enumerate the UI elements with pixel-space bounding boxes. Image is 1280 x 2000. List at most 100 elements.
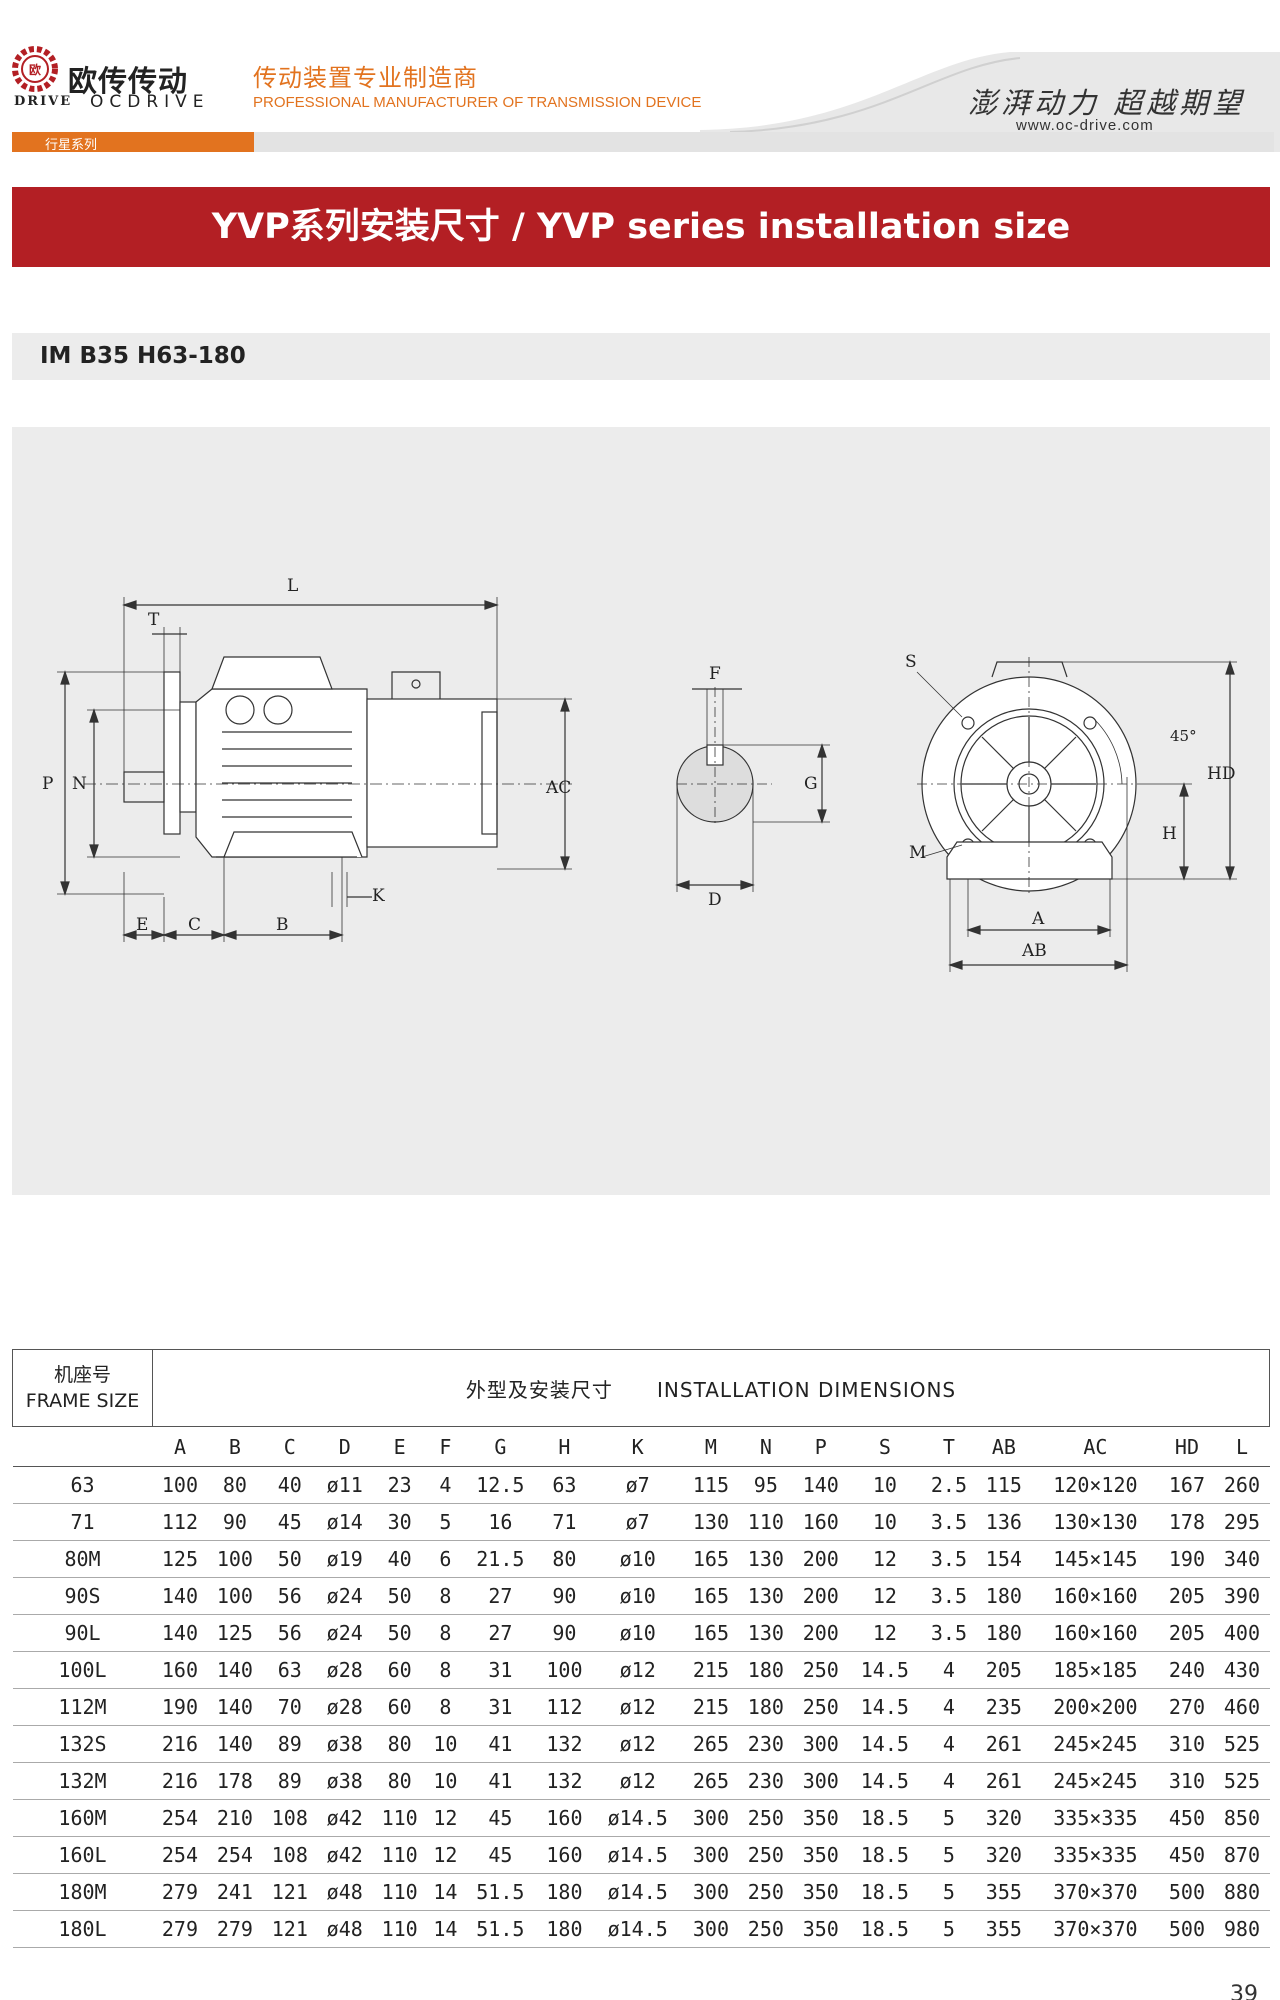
series-tab: 行星系列 — [12, 132, 254, 153]
label-AB: AB — [1021, 941, 1047, 961]
dimension-cell: ø14.5 — [591, 1910, 684, 1948]
dimension-cell: ø38 — [317, 1725, 373, 1763]
dimension-cell: 90 — [536, 1577, 592, 1615]
dimension-cell: 136 — [976, 1503, 1032, 1541]
frame-size-cell: 160L — [12, 1836, 153, 1874]
dimension-cell: 108 — [262, 1799, 318, 1837]
dimension-cell: ø10 — [591, 1577, 684, 1615]
dimension-cell: 216 — [152, 1725, 208, 1763]
dimension-cell: 14.5 — [848, 1688, 922, 1726]
dimension-cell: ø38 — [317, 1762, 373, 1800]
dimension-cell: 12 — [427, 1799, 464, 1837]
dimension-cell: 50 — [372, 1577, 428, 1615]
dimension-cell: 132 — [536, 1762, 592, 1800]
dimension-cell: 41 — [463, 1725, 537, 1763]
dimension-cell: 80 — [372, 1725, 428, 1763]
dimension-cell: 370×370 — [1031, 1910, 1160, 1948]
brand-motto: 澎湃动力 超越期望 — [968, 86, 1246, 120]
dimension-cell: 14.5 — [848, 1651, 922, 1689]
dimension-cell: 340 — [1214, 1540, 1270, 1578]
dimension-cell: 70 — [262, 1688, 318, 1726]
dimension-cell: 110 — [372, 1873, 428, 1911]
dimension-cell: 4 — [921, 1688, 977, 1726]
dimension-cell: 95 — [738, 1466, 794, 1504]
slogan-chinese: 传动装置专业制造商 — [253, 64, 478, 92]
dimension-cell: 80 — [372, 1762, 428, 1800]
dimension-cell: 235 — [976, 1688, 1032, 1726]
dimension-cell: 310 — [1159, 1725, 1215, 1763]
dimension-cell: 14.5 — [848, 1762, 922, 1800]
dimension-cell: 100 — [152, 1466, 208, 1504]
dimension-cell: 125 — [152, 1540, 208, 1578]
dimension-cell: 12.5 — [463, 1466, 537, 1504]
dimension-cell: 5 — [921, 1836, 977, 1874]
dimension-cell: 260 — [1214, 1466, 1270, 1504]
side-view-labels: L T P N AC E C B K — [42, 576, 571, 935]
dimensions-table: 机座号 FRAME SIZE 外型及安装尺寸 INSTALLATION DIME… — [12, 1349, 1270, 1948]
dimension-cell: 110 — [372, 1799, 428, 1837]
label-M: M — [909, 843, 926, 863]
dimension-cell: 125 — [207, 1614, 263, 1652]
label-G: G — [804, 774, 818, 794]
dimension-cell: 110 — [372, 1910, 428, 1948]
dimension-cell: 45 — [463, 1799, 537, 1837]
dimension-cell: 500 — [1159, 1910, 1215, 1948]
logo-gear-icon: 欧 — [12, 46, 58, 92]
dimension-cell: 245×245 — [1031, 1725, 1160, 1763]
dimension-cell: 18.5 — [848, 1873, 922, 1911]
dimension-cell: ø12 — [591, 1762, 684, 1800]
dimension-cell: 370×370 — [1031, 1873, 1160, 1911]
dimension-cell: 21.5 — [463, 1540, 537, 1578]
dimension-cell: 250 — [738, 1836, 794, 1874]
dimension-cell: 110 — [372, 1836, 428, 1874]
dimension-cell: 12 — [848, 1540, 922, 1578]
dimension-cell: 165 — [683, 1540, 739, 1578]
dimension-cell: 210 — [207, 1799, 263, 1837]
dimension-cell: ø10 — [591, 1614, 684, 1652]
dimension-cell: 80 — [207, 1466, 263, 1504]
frame-size-cell: 90L — [12, 1614, 153, 1652]
dimension-cell: 4 — [427, 1466, 464, 1504]
frame-size-en: FRAME SIZE — [25, 1390, 140, 1412]
column-header: T — [921, 1426, 977, 1467]
dimensions-cn: 外型及安装尺寸 — [465, 1377, 613, 1402]
side-view — [57, 597, 572, 942]
dimension-cell: 355 — [976, 1873, 1032, 1911]
dimension-cell: 71 — [536, 1503, 592, 1541]
dimension-cell: 430 — [1214, 1651, 1270, 1689]
dimension-cell: 40 — [372, 1540, 428, 1578]
dimension-cell: 130 — [738, 1614, 794, 1652]
label-D: D — [708, 890, 722, 910]
dimension-cell: 450 — [1159, 1836, 1215, 1874]
dimension-cell: 254 — [152, 1799, 208, 1837]
dimension-cell: 300 — [793, 1762, 849, 1800]
dimension-cell: 300 — [793, 1725, 849, 1763]
dimension-cell: 216 — [152, 1762, 208, 1800]
dimension-cell: 460 — [1214, 1688, 1270, 1726]
dimension-cell: 300 — [683, 1799, 739, 1837]
dimension-cell: 31 — [463, 1651, 537, 1689]
dimension-cell: 30 — [372, 1503, 428, 1541]
frame-size-cell: 71 — [12, 1503, 153, 1541]
column-header: P — [793, 1426, 849, 1467]
dimension-cell: 185×185 — [1031, 1651, 1160, 1689]
dimension-cell: 89 — [262, 1762, 318, 1800]
column-header: AC — [1031, 1426, 1160, 1467]
dimension-cell: 200 — [793, 1577, 849, 1615]
dimension-cell: 205 — [1159, 1614, 1215, 1652]
column-header: E — [372, 1426, 428, 1467]
label-C: C — [188, 915, 201, 935]
dimension-cell: 180 — [976, 1614, 1032, 1652]
dimension-cell: 14.5 — [848, 1725, 922, 1763]
dimension-cell: 265 — [683, 1725, 739, 1763]
dimension-cell: 18.5 — [848, 1836, 922, 1874]
dimension-cell: 180 — [738, 1688, 794, 1726]
dimension-cell: 279 — [207, 1910, 263, 1948]
dimension-cell: 154 — [976, 1540, 1032, 1578]
dimension-cell: 350 — [793, 1799, 849, 1837]
label-A: A — [1031, 909, 1045, 929]
